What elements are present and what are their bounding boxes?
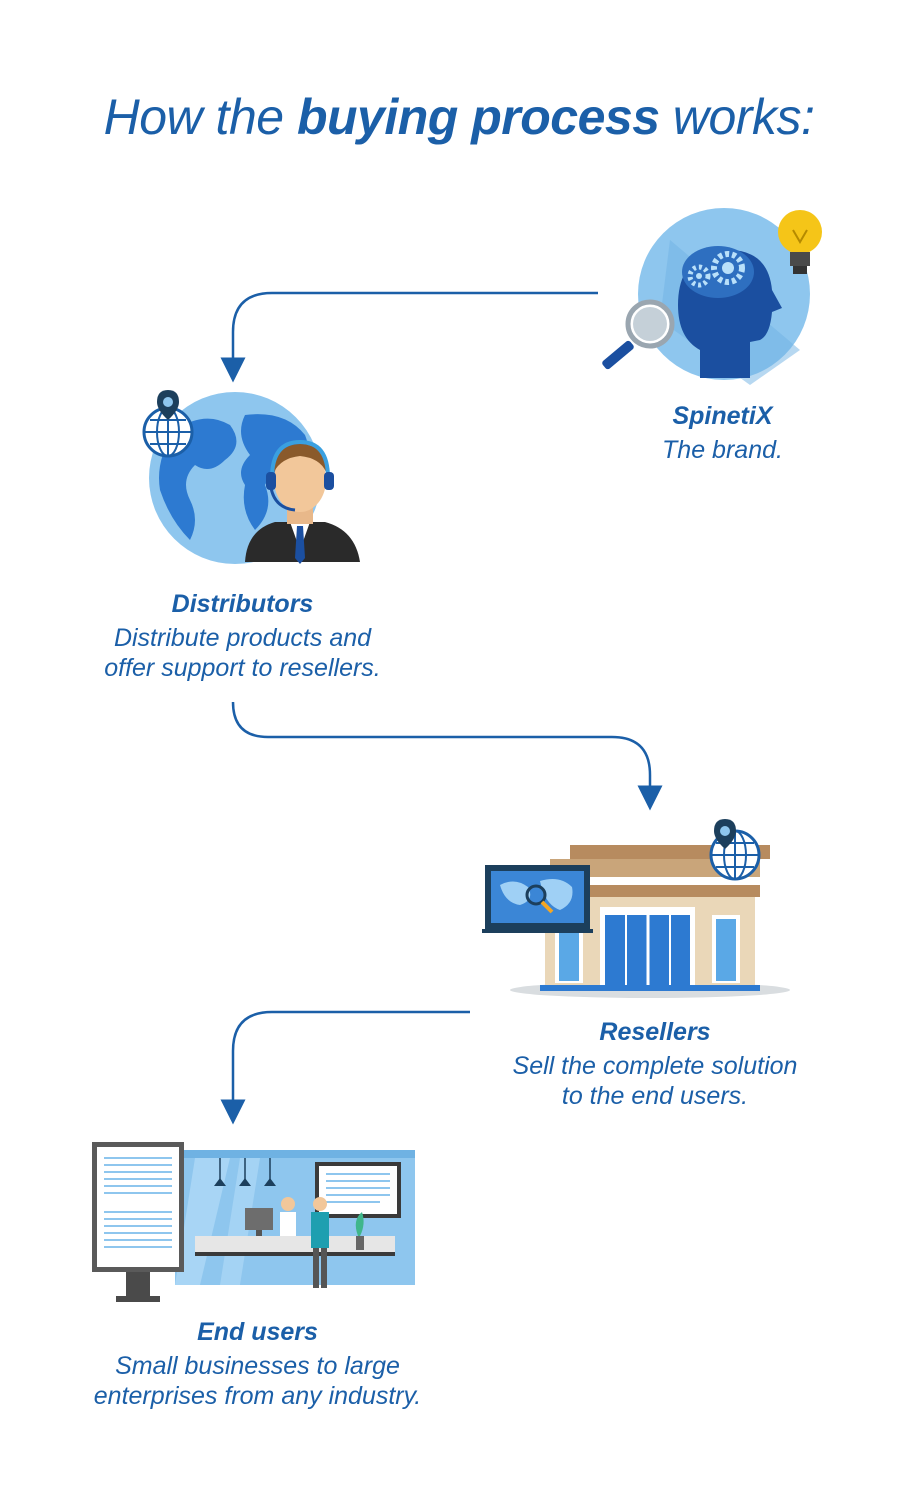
globe-with-support-agent-icon (142, 390, 360, 564)
page-title: How the buying process works: (103, 89, 815, 145)
brand-desc: The brand. (662, 436, 783, 464)
resellers-name: Resellers (599, 1018, 711, 1046)
storefront-with-map-screen-icon (482, 819, 790, 998)
distributors-desc-line2: offer support to resellers. (104, 654, 381, 682)
resellers-desc-line1: Sell the complete solution (512, 1052, 798, 1080)
end-users-label: End users Small businesses to large ente… (55, 1318, 460, 1411)
distributors-desc-line1: Distribute products and (113, 624, 372, 652)
resellers-desc-line2: to the end users. (561, 1082, 749, 1110)
end-users-desc-line2: enterprises from any industry. (93, 1382, 422, 1410)
brand-name: SpinetiX (672, 402, 773, 430)
brand-label: SpinetiX The brand. (600, 402, 845, 465)
distributors-name: Distributors (171, 590, 314, 618)
end-users-name: End users (197, 1318, 318, 1346)
title-emphasis: buying process (296, 89, 660, 145)
arrow-distributors-to-resellers (231, 701, 663, 811)
distributors-label: Distributors Distribute products and off… (60, 590, 425, 683)
arrow-resellers-to-end-users (220, 1010, 470, 1125)
resellers-label: Resellers Sell the complete solution to … (470, 1018, 840, 1111)
end-users-desc-line1: Small businesses to large (115, 1352, 400, 1380)
head-with-gears-icon (602, 208, 822, 385)
office-with-signage-icon (92, 1142, 415, 1302)
arrow-brand-to-distributors (220, 291, 598, 383)
